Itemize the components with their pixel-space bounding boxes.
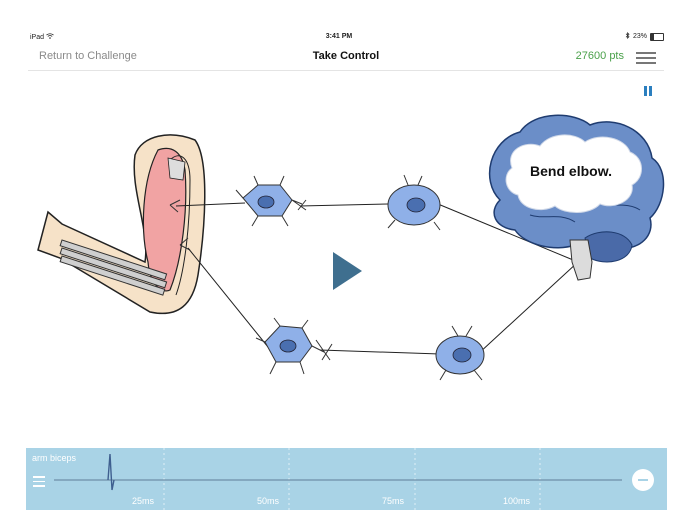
tick-label-25ms: 25ms — [132, 496, 155, 506]
play-icon[interactable] — [333, 252, 362, 290]
device-name: iPad — [30, 34, 45, 41]
biceps-spike — [107, 453, 115, 491]
timeline-panel: arm biceps 25ms 50ms 75ms 100ms — [26, 448, 667, 510]
page-title: Take Control — [312, 50, 380, 62]
sensory-neuron-top — [235, 175, 307, 227]
status-right: 23% — [625, 31, 664, 41]
nav-bar: Return to Challenge Take Control 27600 p… — [28, 44, 664, 71]
arm-illustration — [37, 134, 206, 315]
motor-neuron-bottom — [435, 325, 485, 381]
wifi-icon — [46, 33, 54, 41]
nerve-connections — [175, 202, 579, 355]
minus-circle-icon[interactable] — [632, 469, 654, 491]
thought-cloud — [505, 134, 642, 213]
status-bar: iPad 3:41 PM 23% — [0, 0, 678, 41]
battery-fill — [651, 33, 654, 40]
battery-icon — [650, 32, 664, 41]
battery-percent: 23% — [632, 33, 647, 40]
pause-icon[interactable] — [642, 85, 654, 99]
status-time: 3:41 PM — [325, 33, 353, 40]
list-icon[interactable] — [33, 473, 45, 487]
status-left: iPad — [30, 33, 54, 41]
interneuron-top — [387, 174, 441, 231]
brain-thought-text: Bend elbow. — [530, 163, 612, 179]
tick-label-75ms: 75ms — [382, 496, 405, 506]
points-counter: 27600 pts — [575, 50, 624, 62]
return-to-challenge-link[interactable]: Return to Challenge — [39, 50, 137, 62]
timeline-track[interactable] — [26, 448, 667, 510]
hamburger-menu-icon[interactable] — [636, 49, 656, 65]
tick-label-50ms: 50ms — [257, 496, 280, 506]
timeline-track-label: arm biceps — [32, 453, 77, 463]
reflex-circuit-scene: Bend elbow. — [37, 114, 665, 381]
bluetooth-icon — [625, 31, 630, 41]
tick-label-100ms: 100ms — [503, 496, 531, 506]
sensory-neuron-bottom — [255, 317, 333, 375]
